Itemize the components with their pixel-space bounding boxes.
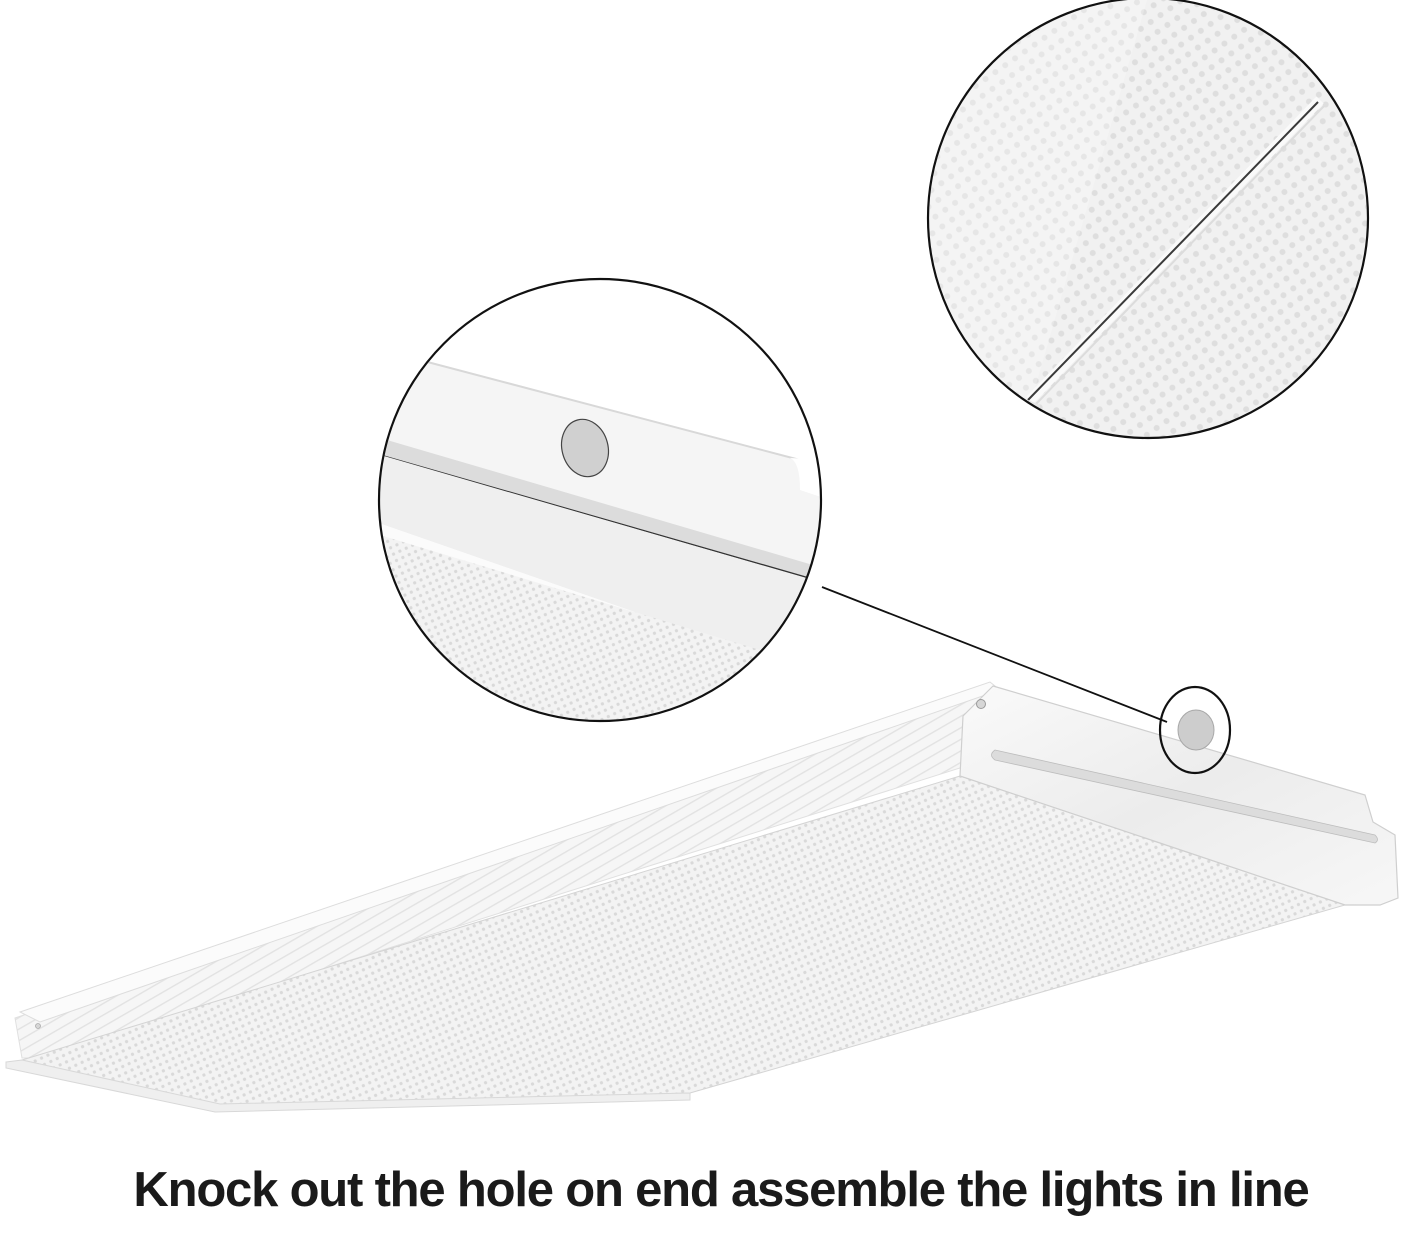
caption-text: Knock out the hole on end assemble the l…: [133, 1163, 1309, 1217]
light-fixture: [5, 681, 1399, 1113]
knockout-hole: [1177, 709, 1215, 751]
end-cap-slot: [991, 749, 1378, 844]
fixture-bottom-lip: [5, 1059, 691, 1113]
knockout-hole-zoomed: [560, 418, 610, 478]
screw-icon-left: [35, 1023, 41, 1029]
callout-connector-line: [821, 586, 1168, 723]
diffuser-joint-detail: [926, 0, 1370, 440]
knockout-callout-ring: [1158, 685, 1232, 775]
screw-icon: [976, 699, 986, 709]
end-cap-knockout-hole-detail: [377, 277, 823, 723]
